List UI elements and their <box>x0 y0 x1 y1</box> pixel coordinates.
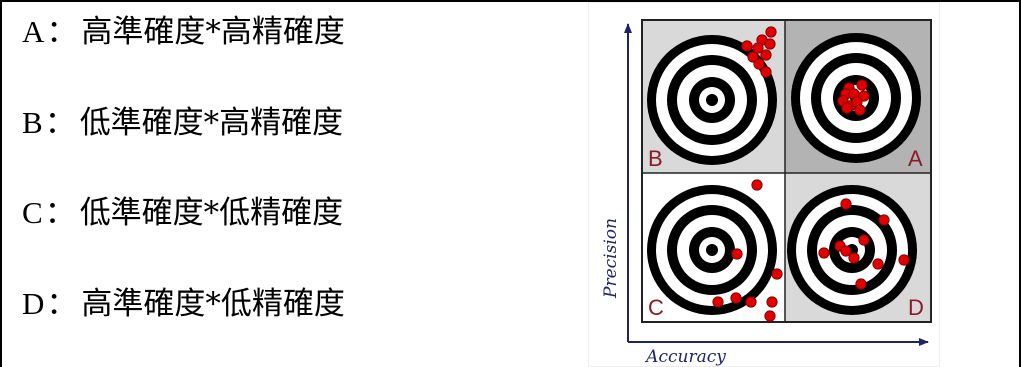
hits-layer <box>712 26 910 322</box>
legend-letter: C <box>22 195 43 230</box>
hit-marker <box>840 198 852 210</box>
legend-letter: B <box>22 105 43 140</box>
legend-separator: ： <box>46 14 78 50</box>
hit-marker <box>760 49 772 61</box>
legend-separator: ： <box>46 286 78 322</box>
hit-marker <box>858 234 870 246</box>
hit-marker <box>841 102 853 114</box>
hit-marker <box>872 258 884 270</box>
table-border-right <box>1019 0 1021 367</box>
accuracy-axis-label: Accuracy <box>644 347 726 367</box>
legend-item-c: C：低準確度*低精確度 <box>22 193 343 233</box>
legend-text: 高準確度*高精確度 <box>81 14 345 50</box>
hit-marker <box>745 296 757 308</box>
hit-marker <box>854 104 866 116</box>
hit-marker <box>766 296 778 308</box>
precision-axis-label: Precision <box>601 218 621 299</box>
quadrant-label-c: C <box>648 295 664 320</box>
hit-marker <box>840 245 852 257</box>
hit-marker <box>731 248 743 260</box>
quadrant-label-b: B <box>648 146 663 171</box>
quadrant-label-d: D <box>908 295 924 320</box>
table-border-top <box>0 0 1021 2</box>
hit-marker <box>818 247 830 259</box>
hit-marker <box>751 179 763 191</box>
hit-marker <box>760 66 772 78</box>
hit-marker <box>764 310 776 322</box>
legend-letter: D <box>22 286 45 321</box>
legend-separator: ： <box>44 195 76 231</box>
quadrant-label-a: A <box>908 146 923 171</box>
legend-text: 低準確度*高精確度 <box>79 105 344 141</box>
bullseye <box>706 244 718 256</box>
legend-item-a: A：高準確度*高精確度 <box>22 12 345 52</box>
hit-marker <box>855 278 867 290</box>
target-d <box>787 185 917 315</box>
legend-text: 高準確度*低精確度 <box>81 286 345 322</box>
hit-marker <box>771 268 783 280</box>
hit-marker <box>712 296 724 308</box>
grid-outer-border <box>641 19 932 323</box>
hit-marker <box>753 58 765 70</box>
hit-marker <box>856 79 868 91</box>
legend-letter: A <box>22 14 45 49</box>
hit-marker <box>741 40 753 52</box>
legend-item-b: B：低準確度*高精確度 <box>22 103 343 143</box>
hit-marker <box>765 26 777 38</box>
hit-marker <box>730 292 742 304</box>
table-border-left <box>0 0 2 367</box>
hit-marker <box>848 252 860 264</box>
hit-marker <box>878 214 890 226</box>
target-c <box>647 185 777 315</box>
target-b <box>647 35 777 165</box>
legend-separator: ： <box>44 105 76 141</box>
hit-marker <box>898 254 910 266</box>
accuracy-precision-figure: Precision Accuracy B A C D <box>588 2 940 367</box>
hit-marker <box>764 38 776 50</box>
bullseye <box>706 94 718 106</box>
legend-text: 低準確度*低精確度 <box>79 195 344 231</box>
target-diagram: Precision Accuracy B A C D <box>588 2 940 367</box>
hit-marker <box>752 42 764 54</box>
legend-item-d: D：高準確度*低精確度 <box>22 284 345 324</box>
